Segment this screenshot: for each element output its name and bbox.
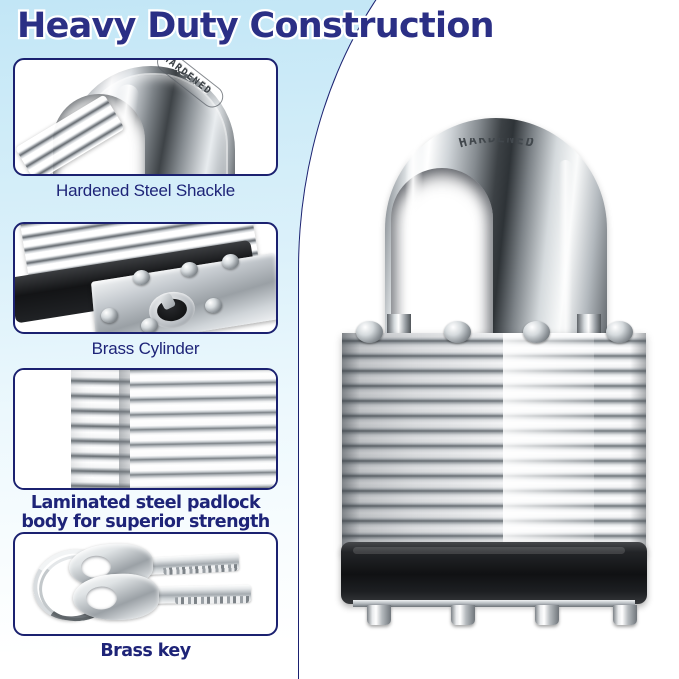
feature-caption-key: Brass key [100, 641, 191, 661]
hero-bumper-highlight [353, 547, 625, 554]
feature-card-key [13, 532, 278, 636]
stamp-oval-outline [152, 60, 228, 112]
feature-card-body [13, 368, 278, 490]
laminated-front-face [130, 370, 276, 488]
page-title: Heavy Duty Construction [15, 4, 497, 49]
feature-image-body [15, 370, 276, 488]
hero-shackle-highlight-right [559, 160, 572, 366]
hero-rubber-bumper [341, 542, 647, 604]
feature-caption-cylinder: Brass Cylinder [91, 339, 200, 358]
hero-top-rivet [356, 321, 383, 343]
hero-body-left-edge [342, 333, 360, 555]
hero-body-shadow [342, 333, 504, 555]
feature-image-key [15, 534, 276, 634]
laminated-left-blank [15, 370, 71, 488]
hero-bottom-post [451, 605, 475, 625]
hero-stamp-text: HARDENED [457, 138, 536, 151]
feature-caption-shackle: Hardened Steel Shackle [56, 181, 235, 200]
hero-shackle-stamp: HARDENED [427, 138, 567, 172]
hero-bottom-post [613, 605, 637, 625]
feature-caption-body-line2: body for superior strength [21, 511, 270, 532]
feature-image-shackle: HARDENED [15, 60, 276, 174]
hero-body-right-edge [630, 333, 646, 555]
hero-top-rivet [444, 321, 471, 343]
hero-bottom-post [535, 605, 559, 625]
feature-caption-body-line1: Laminated steel padlock [30, 493, 261, 513]
feature-card-shackle: HARDENED [13, 58, 278, 176]
feature-caption-body: Laminated steel padlock body for superio… [0, 494, 291, 532]
hero-top-rivet [523, 321, 550, 343]
hero-laminated-body [342, 333, 646, 555]
key-bow-hole-lower [85, 585, 118, 611]
hero-shackle-highlight-left [405, 128, 423, 358]
hero-top-rivet [606, 321, 633, 343]
hero-bottom-post [367, 605, 391, 625]
hero-bottom-plate [353, 600, 635, 607]
hero-padlock: HARDENED [331, 118, 657, 628]
feature-image-cylinder [15, 224, 276, 332]
feature-card-cylinder [13, 222, 278, 334]
hero-body-highlight [503, 333, 595, 555]
